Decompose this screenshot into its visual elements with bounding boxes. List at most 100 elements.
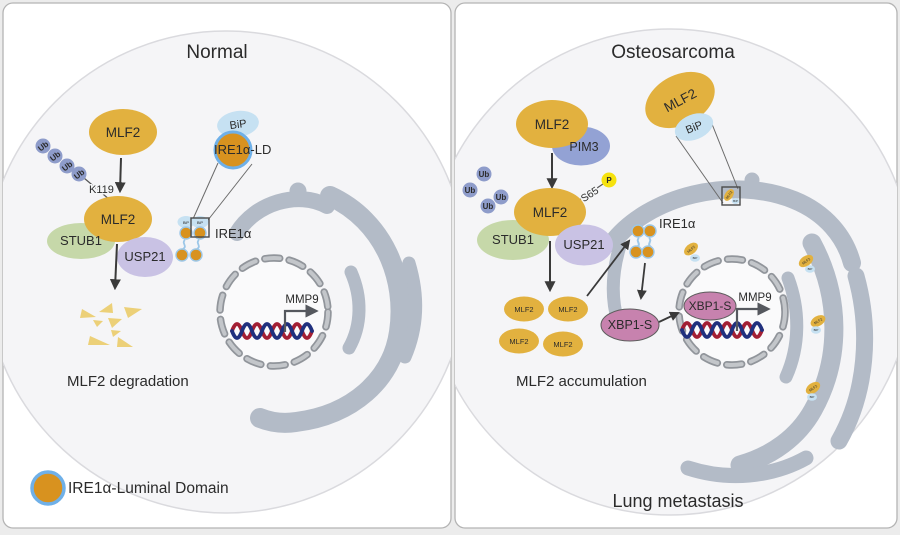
legend: IRE1α-Luminal Domain [30,470,229,506]
fragment-triangle [117,337,133,347]
tiny-mlf2: MLF2 [684,242,698,256]
tiny-mlf2: MLF2 [810,315,826,327]
ire1a-cytosolic-domain [641,245,655,259]
bip-ellipse [217,110,259,138]
ire1a-cytosolic-domain [189,248,203,262]
tiny-bip: BiP [805,265,815,273]
callout-line [711,123,739,190]
ire1a-label: IRE1α [215,226,252,241]
er-arc [730,233,844,475]
mmp9-label: MMP9 [285,294,318,306]
dna-strand-blue [230,322,314,340]
svg-text:MLF2: MLF2 [687,245,696,254]
ire1a-linker [196,239,200,250]
degradation-fragments [80,303,142,347]
ub-circle [59,158,75,174]
panel-title-osteosarcoma: Osteosarcoma [611,42,735,63]
panel-osteosarcoma: MMP9 XBP1-S MLF2 BiP MLF2 BiP MLF2 BiP M… [455,28,897,516]
ire1a-luminal-domain [193,226,207,240]
mmp9-transcription-arrow [735,302,771,331]
nuclear-envelope-inner [218,256,330,368]
pim3-label: PIM3 [569,140,598,154]
outcome-label: Lung metastasis [612,491,743,511]
ub-label: Ub [479,170,490,179]
fragment-triangle [111,330,121,337]
dna-strand-blue [680,321,764,339]
ire1a-cytosolic-domain [175,248,189,262]
fragment-triangle [99,303,113,313]
mlf2-cluster: MLF2 MLF2 MLF2 MLF2 [499,296,588,357]
tiny-bip: BiP [690,254,700,262]
nuclear-envelope-inner [677,257,787,367]
ire1a-monomers: BiP BiP [175,216,209,262]
ire1a-ld-circle [213,130,253,170]
mlf2-ellipse [516,100,588,148]
fragment-triangle [93,320,103,327]
ub-circle [462,182,478,198]
mlf2-small-label: MLF2 [553,340,572,349]
dna-helix [680,321,764,339]
bip-bound-cap [177,216,195,228]
mlf2-label: MLF2 [106,125,141,140]
panel-title-normal: Normal [186,42,247,63]
stub1-label: STUB1 [492,232,534,247]
tiny-bip-ellipse [731,198,740,204]
mlf2-ellipse [89,109,157,155]
fragment-triangle [80,309,96,318]
ub-circle [480,198,496,214]
ire1a-dimer [629,224,657,259]
svg-text:BiP: BiP [814,328,819,332]
tiny-mlf2: MLF2 [805,381,821,395]
mlf2-label: MLF2 [101,212,136,227]
arrow-to-ire1a [586,239,631,297]
legend-label: IRE1α-Luminal Domain [68,480,229,497]
svg-text:MLF2: MLF2 [801,257,811,265]
tiny-bip: BiP [731,198,740,204]
callout-line [207,163,253,221]
zoom-box-mlf2-bip: MLF2 BiP [721,186,741,206]
ire1a-linker [182,239,186,250]
usp21-ellipse [555,224,613,266]
bip-tiny-label: BiP [197,220,204,225]
mlf2-ellipse [514,188,586,236]
cell-membrane [455,28,897,516]
ire1a-luminal-domain [179,226,193,240]
xbp1s-nuclear-ellipse [683,291,737,321]
ub-circle [71,166,87,182]
er-arc [830,267,874,450]
ub-label: Ub [465,186,476,195]
fragment-triangle [88,336,110,345]
ub-circle [35,138,51,154]
caption-degradation: MLF2 degradation [67,373,189,390]
phospho-label: P [606,176,612,185]
ub-circle [47,148,63,164]
xbp1s-label: XBP1-S [689,299,732,313]
er-arc [250,186,411,433]
ub-chain-link-line [83,177,111,201]
bip-label: BiP [229,118,248,132]
fragment-triangle [108,318,122,328]
k119-label: K119 [89,184,114,196]
usp21-label: USP21 [563,237,604,252]
mlf2-small-ellipse [504,296,544,322]
bip-label: BiP [684,119,704,137]
tiny-mlf2-label: MLF2 [725,190,733,200]
bip-tiny-label: BiP [183,220,190,225]
ire1a-luminal-domain [631,224,645,238]
usp21-label: USP21 [124,249,165,264]
arrow-to-xbp1s [636,262,647,300]
arrow-down [109,243,121,291]
arrow-into-nucleus [658,311,680,323]
panel-normal: MMP9 BiP BiP IRE1α BiP IRE1α-LD [3,30,451,514]
ire1a-label: IRE1α [659,216,696,231]
svg-text:BiP: BiP [693,256,698,260]
mlf2-small-ellipse [499,328,539,354]
mlf2-small-ellipse [543,331,583,357]
s65-line [575,183,604,203]
mlf2-small-label: MLF2 [558,305,577,314]
ub-chain: Ub Ub Ub Ub K119 [35,138,115,201]
xbp1s-ellipse [600,308,660,342]
mlf2-small-label: MLF2 [514,305,533,314]
tiny-mlf2-ellipse [724,189,734,201]
